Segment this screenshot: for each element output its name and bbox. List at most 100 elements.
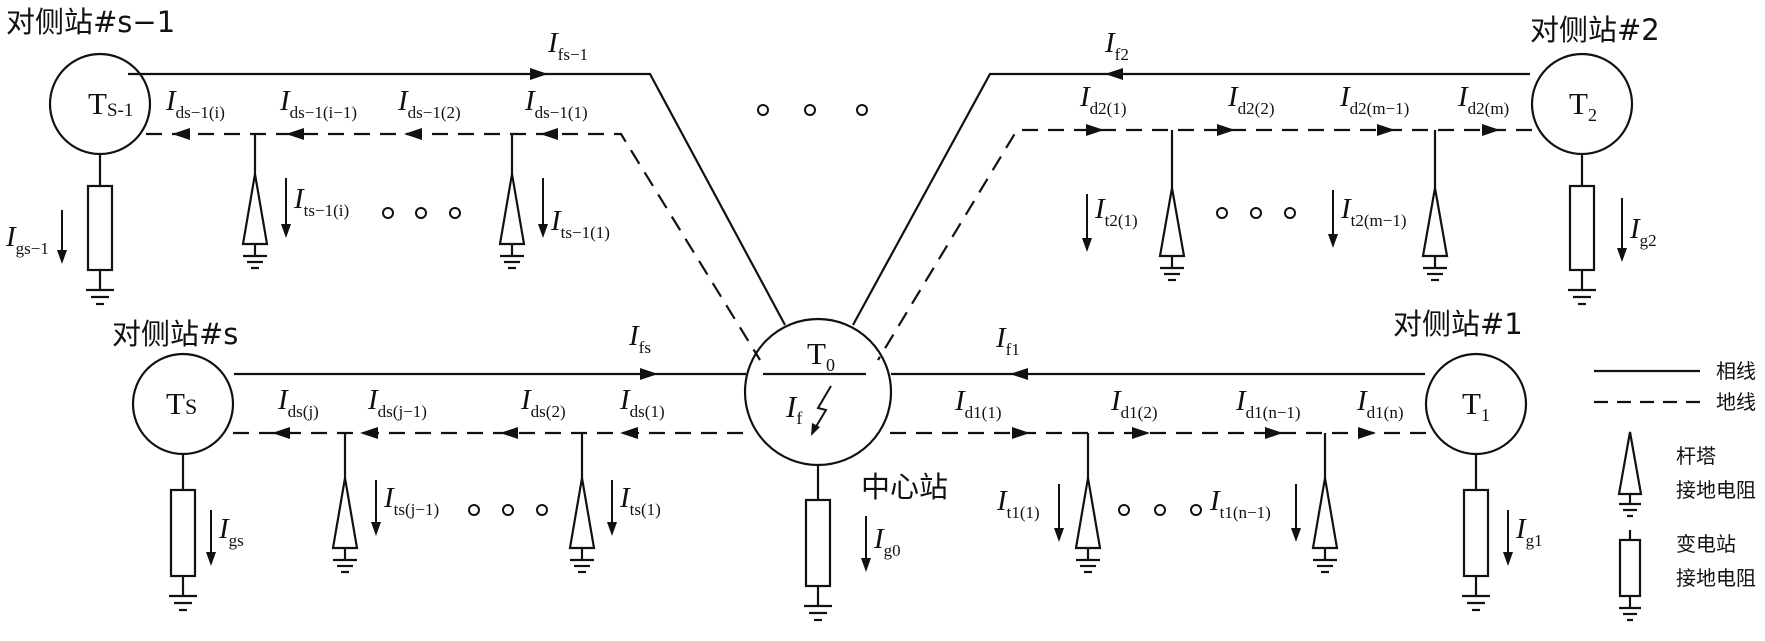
ellipsis-dot <box>449 207 461 219</box>
tower-2-1 <box>1158 130 1186 282</box>
legend: 相线 地线 杆塔 接地电阻 变电站 接地电阻 <box>1594 359 1756 622</box>
ellipsis-dot <box>1190 504 1202 516</box>
arrow-gw-1-2 <box>1132 427 1150 439</box>
phase-current-f2: If2 <box>1104 27 1129 64</box>
arrow-phase-s <box>640 368 658 380</box>
arrow-gw-2-m <box>1482 124 1500 136</box>
fault-bolt-tip-icon <box>811 423 820 436</box>
phase-current-labels: Ifs−1 If2 Ifs If1 <box>547 27 1129 359</box>
node-label-s1: TS-1 <box>88 86 133 121</box>
gw-current-label: Id2(1) <box>1079 81 1127 118</box>
gw-current-label: Ids−1(2) <box>397 85 461 122</box>
ellipsis-dot <box>1284 207 1296 219</box>
down-arrow-ts-j1 <box>371 480 381 536</box>
substation-ground-center <box>804 465 832 622</box>
legend-substation-symbol <box>1618 530 1642 622</box>
phase-current-fs: Ifs <box>628 320 651 357</box>
arrow-gw-1-n <box>1358 427 1376 439</box>
ellipsis-dot <box>1216 207 1228 219</box>
ellipsis-dot <box>757 104 769 116</box>
ellipsis-dot <box>415 207 427 219</box>
tower-current-label: Its−1(i) <box>293 183 349 220</box>
gw-current-label: Ids(j) <box>277 384 319 421</box>
legend-ground-wire-label: 地线 <box>1716 390 1756 414</box>
phase-current-fs1: Ifs−1 <box>547 27 588 64</box>
node-label-center: T0 <box>807 336 835 375</box>
legend-tower-symbol <box>1617 431 1643 518</box>
gw-current-label: Ids(j−1) <box>367 384 427 421</box>
arrow-phase-s1 <box>530 68 548 80</box>
ellipsis-dot <box>536 504 548 516</box>
ellipsis-dot <box>382 207 394 219</box>
node-label-s: TS <box>166 386 197 421</box>
tower-current-label: It2(1) <box>1094 193 1138 230</box>
tower-current-label: Its(j−1) <box>383 482 439 519</box>
ground-wire-2 <box>877 128 1532 361</box>
station-label-s1: 对侧站#s−1 <box>6 5 175 39</box>
ground-current-label-s1: Igs−1 <box>5 221 49 258</box>
tower-current-label: It2(m−1) <box>1340 193 1407 230</box>
current-arrows <box>172 68 1500 439</box>
substation-ground-s1 <box>86 154 114 306</box>
center-station-label: 中心站 <box>861 470 948 504</box>
gw-current-label: Ids(1) <box>619 384 665 421</box>
down-arrow-g1 <box>1503 510 1513 566</box>
tower-s-1 <box>568 433 596 574</box>
substation-ground-s <box>169 454 197 612</box>
arrow-phase-2 <box>1105 68 1123 80</box>
ellipsis-dot <box>502 504 514 516</box>
phase-lines <box>128 72 1530 376</box>
node-labels: T0 If TS-1 T2 TS T1 <box>88 86 1597 428</box>
tower-s-j1 <box>331 433 359 574</box>
legend-substation-label-line1: 变电站 <box>1676 532 1736 556</box>
gw-current-label: Id2(m−1) <box>1339 81 1409 118</box>
tower-current-label: It1(1) <box>996 485 1040 522</box>
arrow-gw-2-2 <box>1217 124 1235 136</box>
down-arrow-t2-1 <box>1082 194 1092 252</box>
gw-current-label: Ids−1(i−1) <box>279 85 357 122</box>
substation-ground-2 <box>1568 154 1596 306</box>
gw-current-label: Id1(1) <box>954 385 1002 422</box>
legend-phase-line-label: 相线 <box>1716 359 1756 383</box>
down-arrow-gs <box>206 510 216 566</box>
arrow-gw-s-1 <box>620 427 638 439</box>
arrow-gw-s1-i1 <box>286 128 304 140</box>
arrow-gw-2-1 <box>1086 124 1104 136</box>
gw-current-label: Id1(n−1) <box>1235 385 1301 422</box>
down-arrow-g0 <box>861 516 871 572</box>
ground-wires <box>146 128 1532 435</box>
ground-current-label-1: Ig1 <box>1515 513 1543 550</box>
arrow-gw-s1-i <box>172 128 190 140</box>
tower-s1-1 <box>498 134 526 270</box>
fault-current-label: If <box>785 389 802 428</box>
down-arrow-t1-1 <box>1054 484 1064 542</box>
substation-ground-1 <box>1462 454 1490 612</box>
ground-current-label-s: Igs <box>218 513 244 550</box>
down-arrow-ts1-1 <box>538 178 548 238</box>
legend-substation-label-line2: 接地电阻 <box>1676 566 1756 590</box>
tower-current-label: Its−1(1) <box>550 205 610 242</box>
tower-2-m1 <box>1421 130 1449 282</box>
ellipsis-dot <box>804 104 816 116</box>
station-label-1: 对侧站#1 <box>1393 307 1523 341</box>
ground-current-label-2: Ig2 <box>1629 213 1657 250</box>
gw-current-label: Id1(2) <box>1110 385 1158 422</box>
substation-grounds <box>86 154 1596 622</box>
gw-current-label: Ids−1(1) <box>524 85 588 122</box>
station-label-2: 对侧站#2 <box>1530 13 1660 47</box>
ground-current-label-center: Ig0 <box>873 523 901 560</box>
down-arrow-ts1-i <box>281 178 291 238</box>
arrow-gw-s-j1 <box>360 427 378 439</box>
towers <box>241 130 1449 574</box>
down-arrow-g2 <box>1617 198 1627 262</box>
ellipsis-dot <box>1154 504 1166 516</box>
ground-wire-current-labels: Ids−1(i) Ids−1(i−1) Ids−1(2) Ids−1(1) Id… <box>165 81 1509 422</box>
arrow-gw-1-1 <box>1012 427 1030 439</box>
arrow-gw-2-m1 <box>1377 124 1395 136</box>
tower-current-label: Its(1) <box>619 482 661 519</box>
legend-tower-label-line1: 杆塔 <box>1676 444 1716 468</box>
tower-current-label: It1(n−1) <box>1209 485 1271 522</box>
ellipsis-dot <box>1250 207 1262 219</box>
arrow-gw-s1-2 <box>404 128 422 140</box>
